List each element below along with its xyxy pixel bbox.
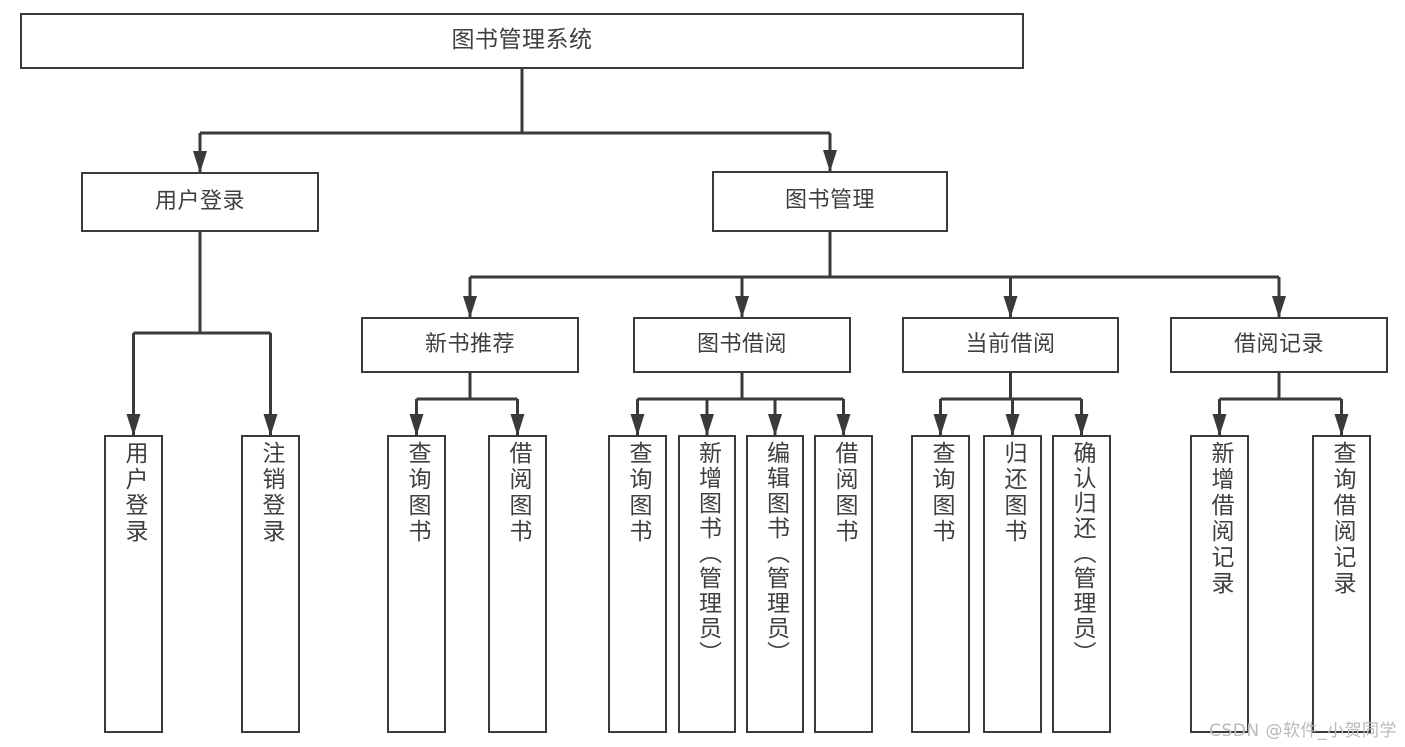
node-label: 用户登录	[121, 441, 147, 545]
node-leaf-logout[interactable]: 注销登录	[241, 435, 300, 733]
node-leaf-return-book[interactable]: 归还图书	[983, 435, 1042, 733]
node-leaf-add-book[interactable]: 新增图书（管理员）	[678, 435, 736, 733]
node-leaf-query-record[interactable]: 查询借阅记录	[1312, 435, 1371, 733]
node-borrow-record[interactable]: 借阅记录	[1170, 317, 1388, 373]
node-label: 查询借阅记录	[1329, 441, 1355, 597]
node-label: 查询图书	[928, 441, 954, 545]
node-label: 查询图书	[625, 441, 651, 545]
node-label: 图书借阅	[696, 331, 787, 357]
node-label: 确认归还（管理员）	[1069, 441, 1095, 666]
node-label: 新增借阅记录	[1207, 441, 1233, 597]
node-leaf-user-login[interactable]: 用户登录	[104, 435, 163, 733]
node-label: 新增图书（管理员）	[694, 441, 721, 666]
node-label: 新书推荐	[424, 331, 515, 357]
node-label: 借阅图书	[505, 441, 531, 545]
node-label: 当前借阅	[965, 331, 1056, 357]
node-label: 注销登录	[258, 441, 284, 545]
node-current-borrow[interactable]: 当前借阅	[902, 317, 1119, 373]
node-leaf-confirm-return[interactable]: 确认归还（管理员）	[1052, 435, 1111, 733]
node-label: 图书管理	[784, 188, 875, 214]
node-book-borrow[interactable]: 图书借阅	[633, 317, 851, 373]
node-new-book-rec[interactable]: 新书推荐	[361, 317, 579, 373]
node-leaf-borrow-book-2[interactable]: 借阅图书	[814, 435, 873, 733]
node-user-login[interactable]: 用户登录	[81, 172, 319, 232]
node-label: 借阅记录	[1233, 331, 1324, 357]
node-leaf-query-book-2[interactable]: 查询图书	[608, 435, 667, 733]
node-leaf-borrow-book-1[interactable]: 借阅图书	[488, 435, 547, 733]
node-leaf-add-record[interactable]: 新增借阅记录	[1190, 435, 1249, 733]
node-label: 编辑图书（管理员）	[762, 441, 789, 666]
node-label: 用户登录	[154, 188, 245, 214]
node-root[interactable]: 图书管理系统	[20, 13, 1024, 69]
node-label: 借阅图书	[831, 441, 857, 545]
node-leaf-query-book-3[interactable]: 查询图书	[911, 435, 970, 733]
node-leaf-query-book-1[interactable]: 查询图书	[387, 435, 446, 733]
node-label: 查询图书	[404, 441, 430, 545]
node-book-manage[interactable]: 图书管理	[712, 171, 948, 232]
node-leaf-edit-book[interactable]: 编辑图书（管理员）	[746, 435, 804, 733]
node-label: 归还图书	[1000, 441, 1026, 545]
node-label: 图书管理系统	[451, 27, 593, 54]
